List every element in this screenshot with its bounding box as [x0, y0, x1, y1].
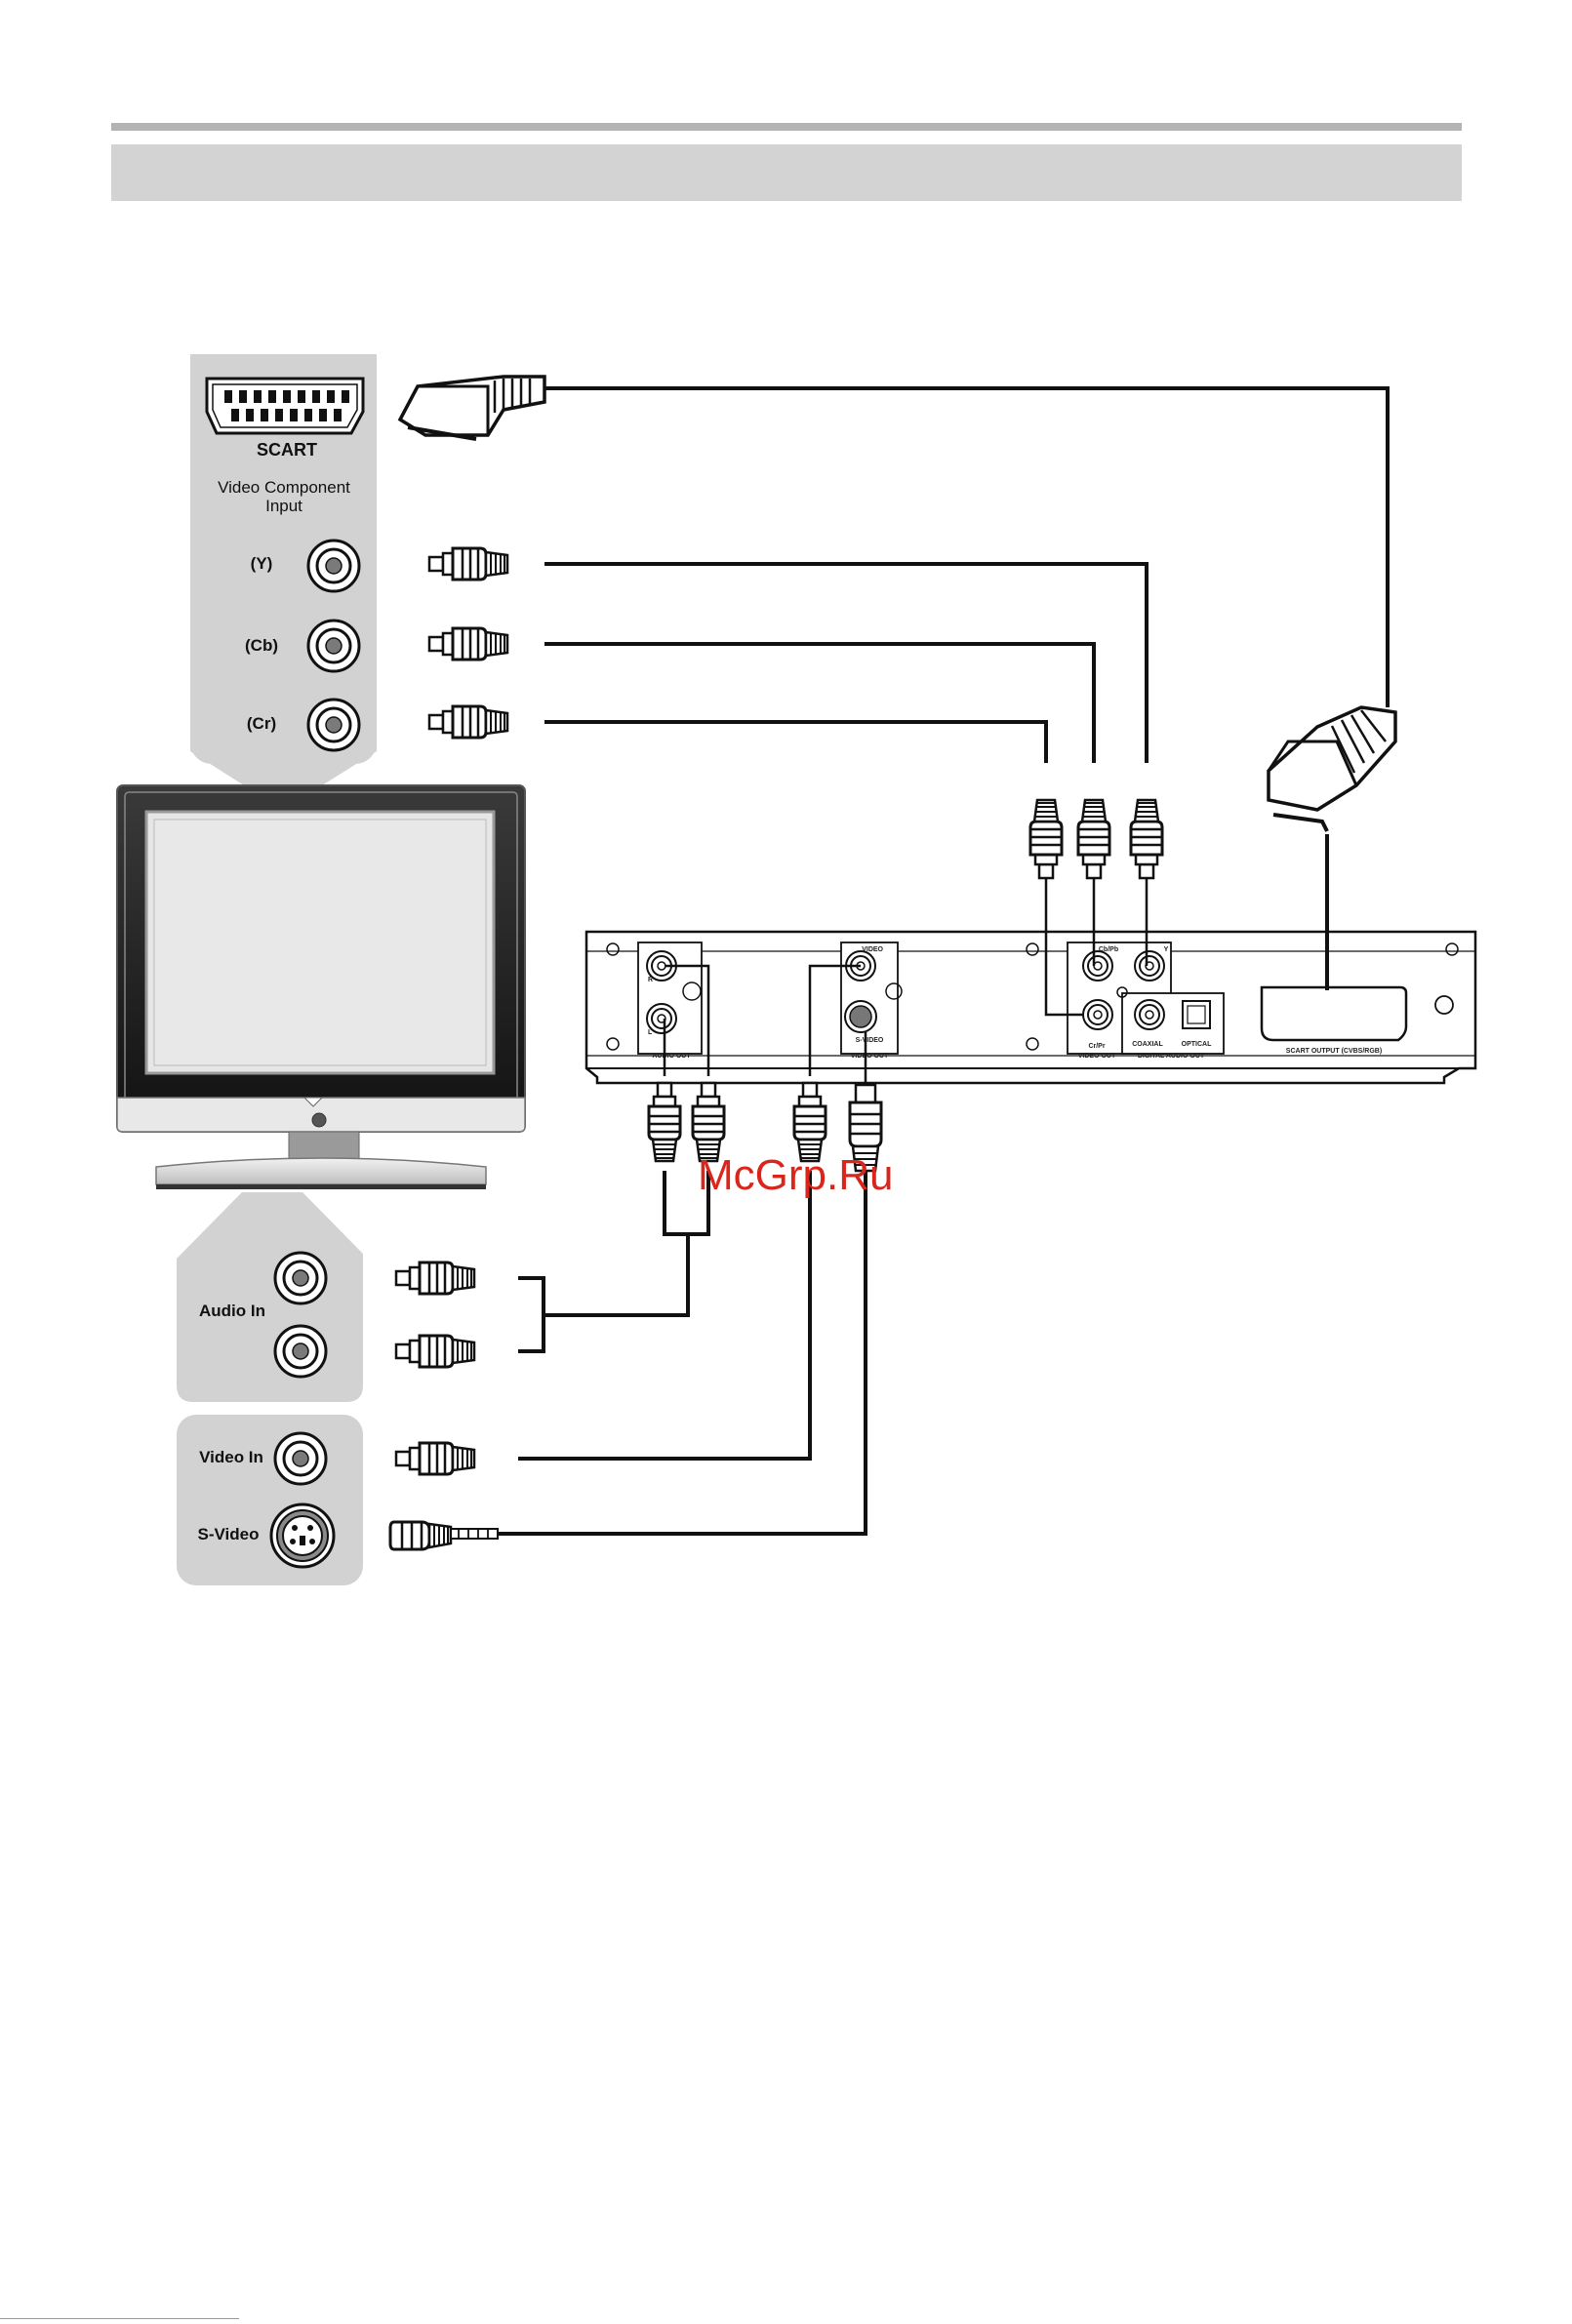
component-y-cable — [544, 564, 1147, 763]
cr-input-label: (Cr) — [247, 714, 276, 733]
tv-video-input-panel: Video In S-Video — [177, 1415, 363, 1585]
digital-audio-out-label: DIGITAL AUDIO OUT — [1138, 1053, 1205, 1060]
bottom-rule — [0, 2318, 239, 2319]
component-cb-out-jack-icon[interactable] — [1083, 951, 1112, 981]
audio-r-label: R — [648, 977, 653, 983]
svideo-out-label: S-VIDEO — [856, 1037, 884, 1044]
cr-pr-label: Cr/Pr — [1088, 1043, 1105, 1050]
svideo-in-jack-icon[interactable] — [271, 1504, 334, 1567]
audio-cable-split — [518, 1278, 544, 1351]
audio-out-label: AUDIO OUT — [652, 1053, 691, 1060]
component-y-player-plug-icon — [1131, 800, 1162, 878]
component-cr-cable — [544, 722, 1046, 763]
tv-icon — [117, 785, 525, 1189]
video-in-label: Video In — [199, 1448, 263, 1466]
cb-input-label: (Cb) — [245, 636, 278, 655]
component-y-out-jack-icon[interactable] — [1135, 951, 1164, 981]
audio-in-left-jack-icon[interactable] — [275, 1253, 326, 1303]
audio-left-player-plug-icon — [649, 1083, 680, 1161]
coaxial-out-jack-icon[interactable] — [1135, 1000, 1164, 1029]
cr-input-jack-icon[interactable] — [308, 700, 359, 750]
optical-label: OPTICAL — [1182, 1041, 1212, 1048]
tv-audio-input-panel: Audio In — [177, 1192, 363, 1402]
scart-plug-tv-icon — [400, 377, 544, 439]
y-input-label: (Y) — [251, 554, 273, 573]
scart-plug-player-icon — [1269, 707, 1395, 831]
watermark-text: McGrp.Ru — [698, 1151, 893, 1199]
audio-in-label: Audio In — [199, 1302, 265, 1320]
scart-label: SCART — [257, 440, 317, 460]
y-input-jack-icon[interactable] — [308, 541, 359, 591]
component-cr-plug-icon — [429, 706, 507, 738]
audio-right-player-plug-icon — [693, 1083, 724, 1161]
tv-top-input-panel: SCART Video Component Input (Y) (Cb) (Cr… — [190, 354, 377, 785]
component-video-out-label: VIDEO OUT — [1078, 1053, 1116, 1060]
svideo-in-label: S-Video — [198, 1525, 260, 1543]
audio-in-right-jack-icon[interactable] — [275, 1326, 326, 1377]
svideo-out-jack-icon[interactable] — [845, 1001, 876, 1032]
component-title-line2: Input — [265, 497, 302, 515]
video-in-jack-icon[interactable] — [275, 1433, 326, 1484]
component-cb-player-plug-icon — [1078, 800, 1109, 878]
y-out-label: Y — [1164, 946, 1169, 953]
composite-player-plug-icon — [794, 1083, 826, 1161]
scart-cable — [544, 388, 1388, 707]
scart-output-socket-icon[interactable] — [1262, 987, 1406, 1040]
video-label: VIDEO — [862, 946, 883, 953]
dvd-rear-panel: AUDIO OUT R L VIDEO S-VIDEO VIDEO OUT Cb… — [586, 932, 1475, 1083]
component-cr-out-jack-icon[interactable] — [1083, 1000, 1112, 1029]
component-cb-cable — [544, 644, 1094, 763]
cb-input-jack-icon[interactable] — [308, 621, 359, 671]
component-cb-plug-icon — [429, 628, 507, 660]
audio-l-label: L — [648, 1029, 653, 1036]
video-in-plug-icon — [396, 1443, 474, 1474]
video-out-label: VIDEO OUT — [851, 1053, 889, 1060]
scart-socket-icon[interactable] — [207, 379, 363, 433]
cb-pb-label: Cb/Pb — [1099, 946, 1118, 953]
audio-cable-main — [544, 1234, 688, 1315]
svideo-in-plug-icon — [390, 1522, 498, 1549]
audio-in-right-plug-icon — [396, 1336, 474, 1367]
audio-in-left-plug-icon — [396, 1262, 474, 1294]
component-title-line1: Video Component — [218, 478, 350, 497]
scart-output-label: SCART OUTPUT (CVBS/RGB) — [1286, 1048, 1382, 1055]
component-y-plug-icon — [429, 548, 507, 580]
component-cr-player-plug-icon — [1030, 800, 1062, 878]
coaxial-label: COAXIAL — [1132, 1041, 1163, 1048]
